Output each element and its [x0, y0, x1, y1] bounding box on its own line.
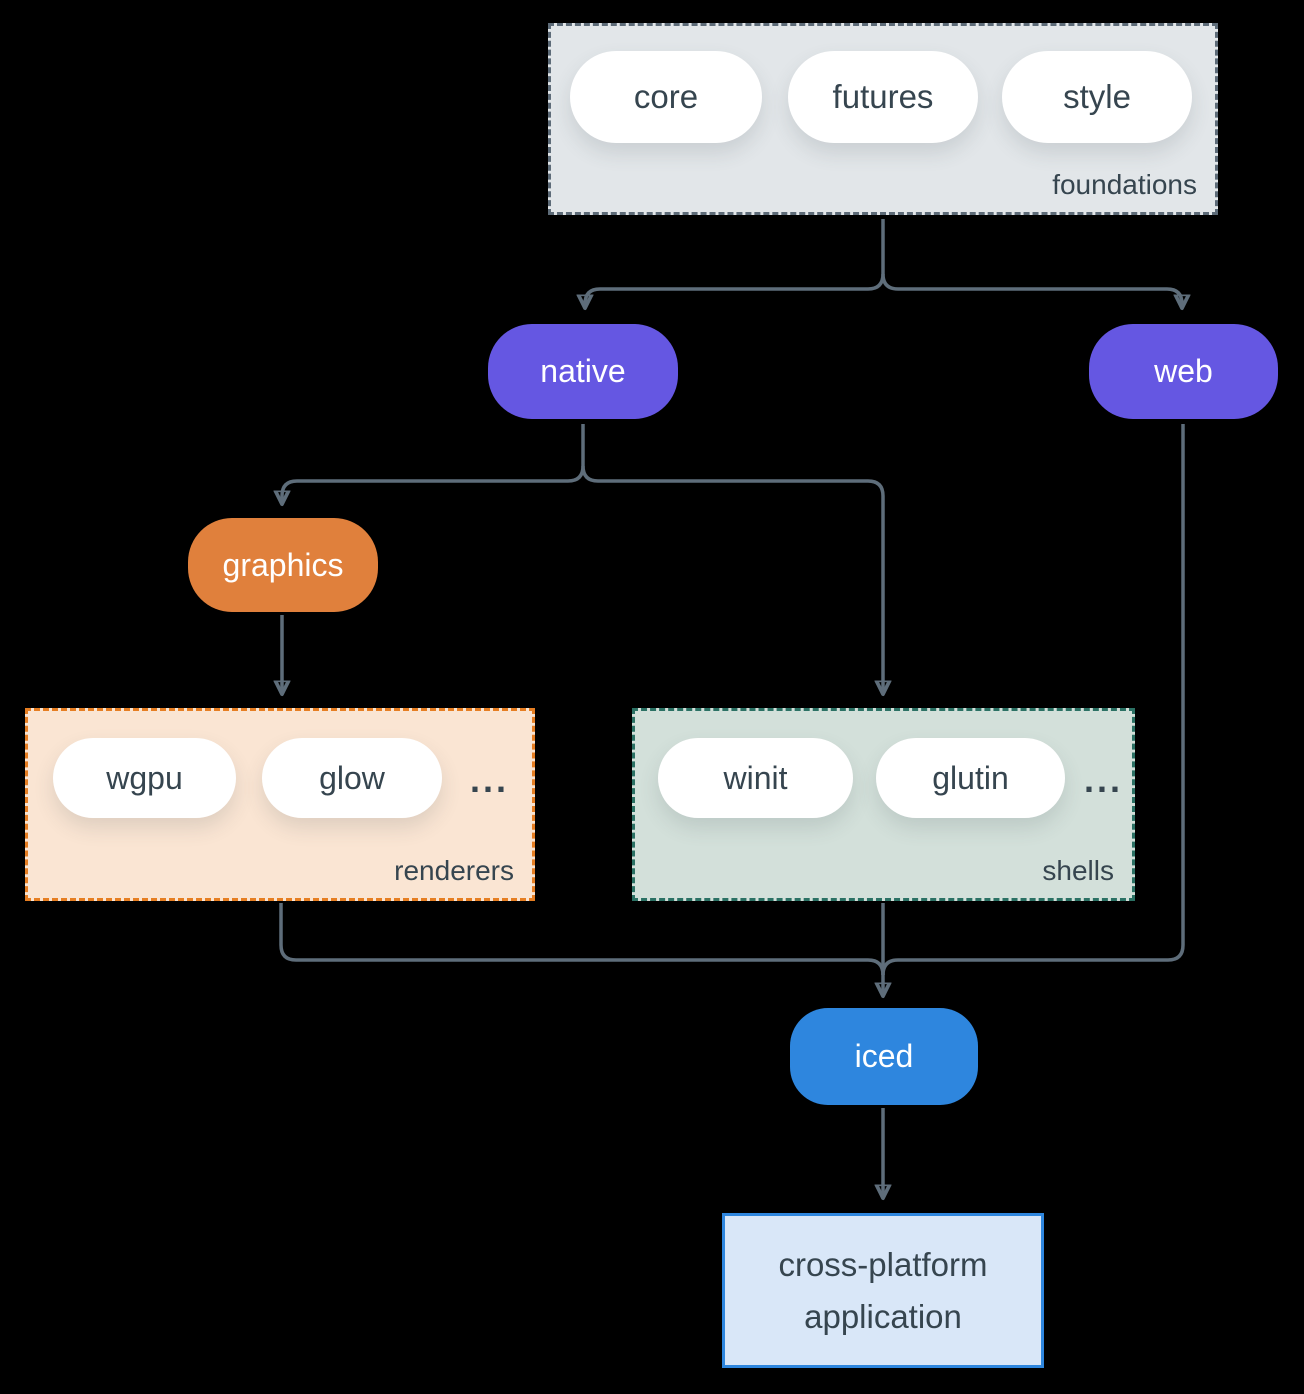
- node-web: web: [1089, 324, 1278, 419]
- group-shells: winit glutin ... shells: [632, 708, 1135, 901]
- shells-label: shells: [1042, 855, 1114, 886]
- group-foundations: core futures style foundations: [548, 23, 1218, 215]
- node-graphics: graphics: [188, 518, 378, 612]
- pill-winit: winit: [658, 738, 853, 818]
- group-renderers: wgpu glow ... renderers: [25, 708, 535, 901]
- application-label-line2: application: [804, 1297, 962, 1335]
- foundations-label: foundations: [1052, 169, 1197, 200]
- pill-style: style: [1002, 51, 1192, 143]
- edge-foundations-native: [585, 273, 885, 306]
- pill-futures: futures: [788, 51, 978, 143]
- pill-glutin: glutin: [876, 738, 1065, 818]
- renderers-label: renderers: [394, 855, 514, 886]
- edge-native-graphics: [282, 465, 585, 502]
- pill-glow: glow: [262, 738, 442, 818]
- pill-core: core: [570, 51, 762, 143]
- edge-renderers-merge: [279, 903, 885, 976]
- edge-foundations-web: [881, 273, 1182, 306]
- node-native: native: [488, 324, 678, 419]
- edge-native-shells: [581, 465, 883, 692]
- node-iced: iced: [790, 1008, 978, 1105]
- application-label-line1: cross-platform: [778, 1246, 988, 1284]
- renderers-ellipsis: ...: [470, 759, 510, 800]
- pill-wgpu: wgpu: [53, 738, 236, 818]
- application-box: cross-platform application: [722, 1213, 1044, 1368]
- shells-ellipsis: ...: [1084, 759, 1124, 800]
